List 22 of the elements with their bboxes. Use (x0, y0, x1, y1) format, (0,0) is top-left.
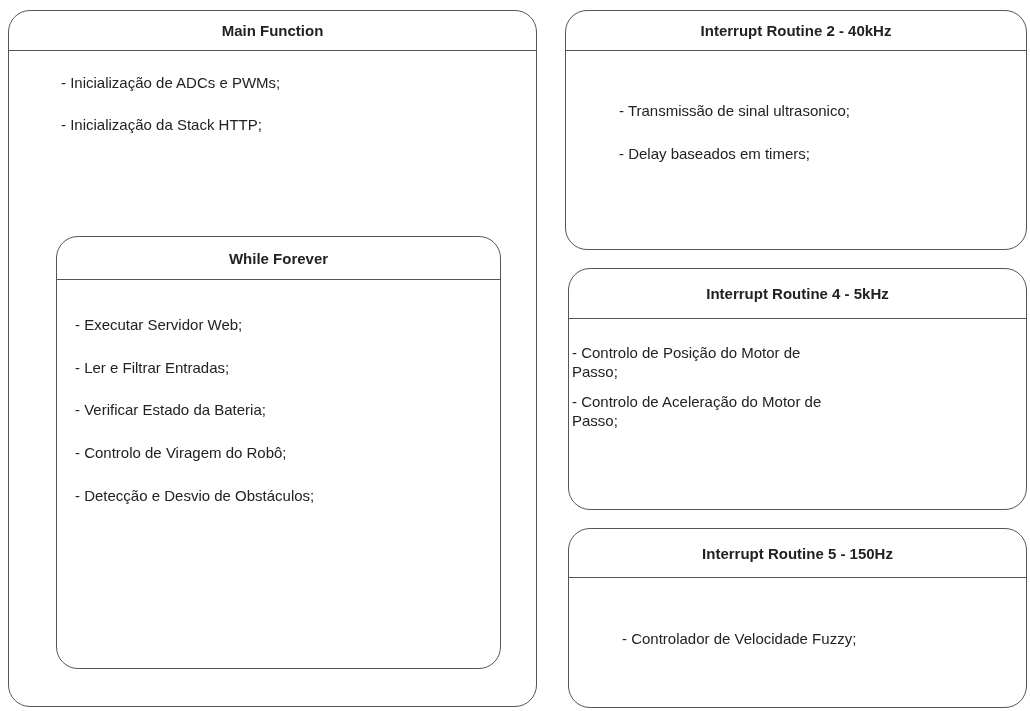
list-item: - Verificar Estado da Bateria; (75, 400, 267, 419)
section-heading: Interrupt Routine 2 - 40kHz (700, 22, 892, 39)
list-item: - Executar Servidor Web; (75, 315, 244, 334)
list-item: - Controlo de Posição do Motor de Passo; (572, 343, 802, 381)
list-item: - Controlador de Velocidade Fuzzy; (622, 629, 858, 648)
rounded-box (56, 236, 501, 669)
list-item: - Transmissão de sinal ultrasonico; (619, 101, 851, 120)
section-heading: Main Function (221, 22, 324, 39)
list-item: - Inicialização da Stack HTTP; (61, 115, 263, 134)
list-item: - Delay baseados em timers; (619, 144, 811, 163)
section-heading: While Forever (228, 249, 329, 267)
section-heading: Interrupt Routine 5 - 150Hz (702, 544, 893, 562)
list-item: - Controlo de Viragem do Robô; (75, 443, 288, 462)
rounded-box (565, 10, 1027, 250)
list-item: - Inicialização de ADCs e PWMs; (61, 73, 282, 92)
list-item: - Detecção e Desvio de Obstáculos; (75, 486, 316, 505)
list-item: - Ler e Filtrar Entradas; (75, 358, 231, 377)
list-item: - Controlo de Aceleração do Motor de Passo; (572, 392, 822, 430)
rounded-box (568, 528, 1027, 708)
rounded-box (568, 268, 1027, 510)
section-heading: Interrupt Routine 4 - 5kHz (706, 285, 889, 302)
rounded-box (8, 10, 537, 707)
